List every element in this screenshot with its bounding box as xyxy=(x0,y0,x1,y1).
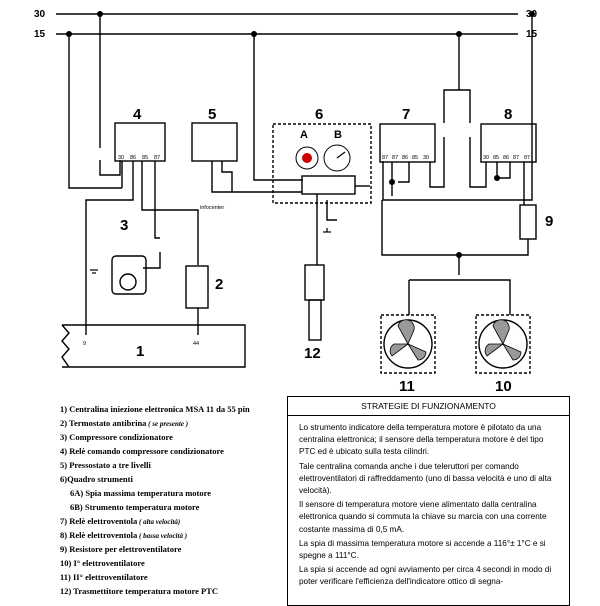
component-3-number: 3 xyxy=(120,217,128,234)
component-7-number: 7 xyxy=(402,106,410,123)
legend-item: 3) Compressore condizionatore xyxy=(60,430,285,444)
legend-item-text: 6B) Strumento temperatura motore xyxy=(70,502,200,512)
strategy-box: STRATEGIE DI FUNZIONAMENTO Lo strumento … xyxy=(287,396,570,606)
strategy-paragraph: Lo strumento indicatore della temperatur… xyxy=(299,423,544,457)
legend-item: 10) I° elettroventilatore xyxy=(60,556,285,570)
relay4-pin-87: 87 xyxy=(154,155,160,161)
legend-item-note: ( bassa velocità ) xyxy=(137,532,188,540)
relay-8 xyxy=(480,123,537,163)
instrument-cluster-6 xyxy=(272,123,372,204)
legend-item-text: 7) Relè elettroventola xyxy=(60,516,138,526)
relay8-pin-85: 85 xyxy=(493,155,499,161)
legend-item-text: 2) Termostato antibrina xyxy=(60,418,147,428)
relay4-pin-85: 85 xyxy=(142,155,148,161)
compressor-3 xyxy=(111,255,147,295)
component-10-number: 10 xyxy=(495,378,512,395)
fan-11-box xyxy=(380,314,436,374)
relay7-pin-86: 86 xyxy=(402,155,408,161)
thermostat-2 xyxy=(185,265,209,309)
legend-item-text: 6A) Spia massima temperatura motore xyxy=(70,488,212,498)
temp-sensor-12 xyxy=(304,264,325,301)
pressostat-5 xyxy=(191,122,238,162)
legend-item: 6)Quadro strumenti xyxy=(60,472,285,486)
ecu-pin-9: 9 xyxy=(83,341,86,347)
relay-4 xyxy=(114,122,166,162)
rail-30-right-label: 30 xyxy=(526,9,538,20)
strategy-paragraph: Il sensore di temperatura motore viene a… xyxy=(299,500,547,534)
rail-15-right-label: 15 xyxy=(526,29,538,40)
component-11-number: 11 xyxy=(399,378,415,395)
legend-item: 11) II° elettroventilatore xyxy=(60,570,285,584)
legend-item-text: 12) Trasmettitore temperatura motore PTC xyxy=(60,586,218,596)
legend-item-note: ( se presente ) xyxy=(146,420,189,428)
relay8-pin-86: 86 xyxy=(503,155,509,161)
relay4-pin-86: 86 xyxy=(130,155,136,161)
relay4-pin-30: 30 xyxy=(118,155,124,161)
component-5-number: 5 xyxy=(208,106,216,123)
relay8-pin-87b: 87 xyxy=(524,155,530,161)
resistor-9 xyxy=(519,204,537,240)
component-12-number: 12 xyxy=(304,345,321,362)
rail-30-left-label: 30 xyxy=(34,9,46,20)
fan-10-box xyxy=(475,314,531,374)
component-2-number: 2 xyxy=(215,276,223,293)
rail-15-left-label: 15 xyxy=(34,29,46,40)
strategy-paragraph: La spia si accende ad ogni avviamento pe… xyxy=(299,565,552,587)
legend-item-text: 5) Pressostato a tre livelli xyxy=(60,460,151,470)
relay7-pin-85: 85 xyxy=(412,155,418,161)
legend-item-note: ( alta velocità) xyxy=(137,518,181,526)
legend-item-text: 10) I° elettroventilatore xyxy=(60,558,145,568)
legend-item: 7) Relè elettroventola ( alta velocità) xyxy=(60,514,285,528)
legend-item: 1) Centralina iniezione elettronica MSA … xyxy=(60,402,285,416)
strategy-paragraph: Tale centralina comanda anche i due tele… xyxy=(299,461,552,496)
strategy-paragraph: La spia di massima temperatura motore si… xyxy=(299,538,546,561)
strategy-title: STRATEGIE DI FUNZIONAMENTO xyxy=(288,397,569,416)
legend-item-text: 4) Relè comando compressore condizionato… xyxy=(60,446,224,456)
legend-item: 6A) Spia massima temperatura motore xyxy=(60,486,285,500)
component-4-number: 4 xyxy=(133,106,142,123)
gauge-a-label: A xyxy=(300,129,308,141)
gauge-b-label: B xyxy=(334,129,342,141)
legend-item: 2) Termostato antibrina ( se presente ) xyxy=(60,416,285,430)
relay7-pin-30: 30 xyxy=(423,155,429,161)
relay8-pin-87a: 87 xyxy=(513,155,519,161)
legend-item-text: 9) Resistore per elettroventilatore xyxy=(60,544,182,554)
legend-item: 6B) Strumento temperatura motore xyxy=(60,500,285,514)
legend-item-text: 1) Centralina iniezione elettronica MSA … xyxy=(60,404,250,414)
component-1-number: 1 xyxy=(136,343,144,360)
relay8-pin-30: 30 xyxy=(483,155,489,161)
strategy-text: Lo strumento indicatore della temperatur… xyxy=(288,416,569,589)
legend-item: 12) Trasmettitore temperatura motore PTC xyxy=(60,584,285,598)
relay7-pin-87a: 87 xyxy=(382,155,388,161)
legend-item-text: 8) Relè elettroventola xyxy=(60,530,138,540)
legend-item: 4) Relè comando compressore condizionato… xyxy=(60,444,285,458)
legend-item-text: 3) Compressore condizionatore xyxy=(60,432,173,442)
component-legend: 1) Centralina iniezione elettronica MSA … xyxy=(60,402,285,598)
component-8-number: 8 xyxy=(504,106,512,123)
legend-item: 5) Pressostato a tre livelli xyxy=(60,458,285,472)
legend-item: 8) Relè elettroventola ( bassa velocità … xyxy=(60,528,285,542)
legend-item-text: 11) II° elettroventilatore xyxy=(60,572,148,582)
ecu-pin-44: 44 xyxy=(193,341,199,347)
relay-7 xyxy=(379,123,436,163)
component-6-number: 6 xyxy=(315,106,323,123)
component-9-number: 9 xyxy=(545,213,553,230)
legend-item-text: 6)Quadro strumenti xyxy=(60,474,133,484)
relay7-pin-87b: 87 xyxy=(392,155,398,161)
legend-item: 9) Resistore per elettroventilatore xyxy=(60,542,285,556)
infocenter-label: infocenter xyxy=(200,205,224,211)
